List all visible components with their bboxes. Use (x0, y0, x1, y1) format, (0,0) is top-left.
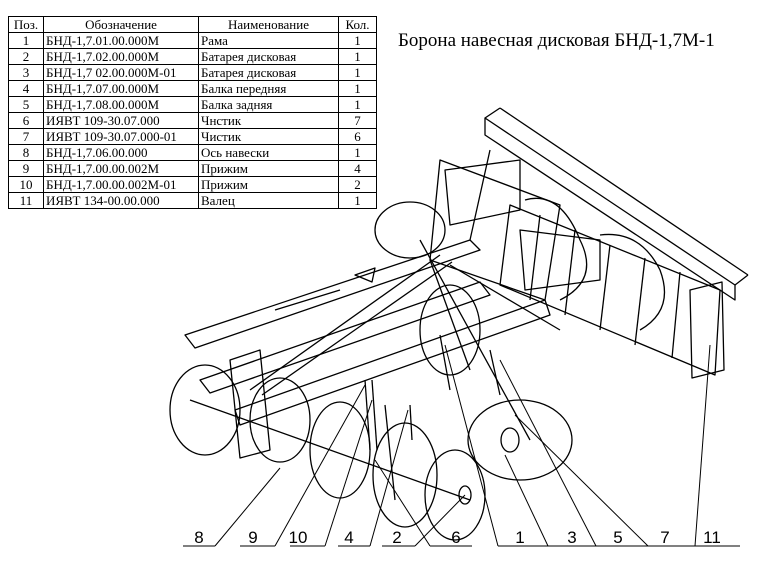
callout-6: 6 (451, 528, 460, 547)
callout-9: 9 (248, 528, 257, 547)
cell-name: Балка задняя (198, 96, 339, 113)
cell-designation: ИЯВТ 134-00.00.000 (43, 192, 199, 209)
callout-8: 8 (194, 528, 203, 547)
callout-3: 3 (567, 528, 576, 547)
rear-beam (484, 107, 749, 379)
cell-designation: БНД-1,7.07.00.000М (43, 80, 199, 97)
drawing-title: Борона навесная дисковая БНД-1,7М-1 (398, 30, 715, 51)
callout-1: 1 (515, 528, 524, 547)
cell-designation: БНД-1,7 02.00.000М-01 (43, 64, 199, 81)
leader-lines (183, 344, 740, 547)
roller-cage (499, 197, 721, 376)
main-frame (184, 149, 601, 459)
callout-4: 4 (344, 528, 353, 547)
callout-10: 10 (289, 528, 308, 547)
cell-name: Балка передняя (198, 80, 339, 97)
rear-disc-battery (374, 201, 573, 481)
cell-name: Прижим (198, 160, 339, 177)
cell-name: Ось навески (198, 144, 339, 161)
callout-11: 11 (703, 528, 721, 547)
callout-5: 5 (613, 528, 622, 547)
cell-qty: 1 (338, 192, 377, 209)
cell-name: Батарея дисковая (198, 48, 339, 65)
harrow-linework (169, 107, 749, 541)
callout-7: 7 (660, 528, 669, 547)
cell-designation: БНД-1,7.00.00.002М (43, 160, 199, 177)
callout-2: 2 (392, 528, 401, 547)
cell-pos: 11 (8, 192, 44, 209)
